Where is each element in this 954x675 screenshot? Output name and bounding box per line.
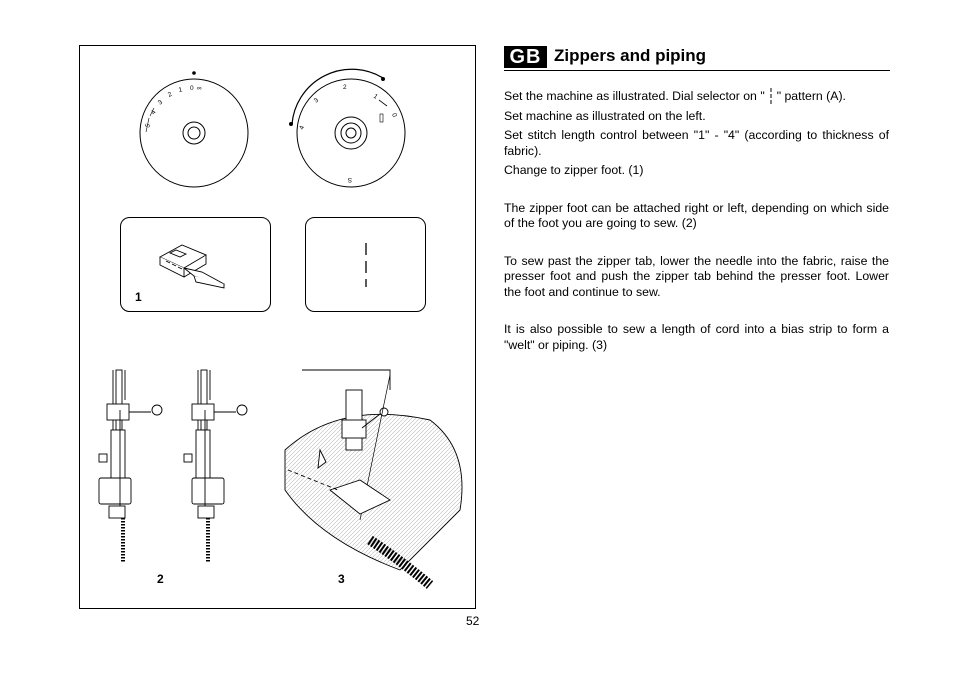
instructions-text: Set the machine as illustrated. Dial sel… <box>504 88 889 353</box>
language-badge: GB <box>504 46 547 68</box>
dial-mark: ∞ <box>197 85 202 92</box>
dial-mark: 0 <box>190 85 194 92</box>
instruction-line-2: Set machine as illustrated on the left. <box>504 108 706 123</box>
dial-mark: 2 <box>343 84 347 91</box>
instruction-paragraph-3: To sew past the zipper tab, lower the ne… <box>504 253 889 299</box>
stitch-pattern-panel <box>305 217 426 312</box>
title-divider <box>504 70 890 71</box>
instruction-line-1: Set the machine as illustrated. Dial sel… <box>504 88 846 104</box>
pattern-selector-dial: 4 3 2 1 0 S <box>289 68 406 188</box>
zipper-foot-panel <box>120 217 271 312</box>
instruction-paragraph-4: It is also possible to sew a length of c… <box>504 322 889 352</box>
dial-mark: 4 <box>150 109 158 116</box>
instruction-line-4: Change to zipper foot. (1) <box>504 163 644 177</box>
dial-mark: 3 <box>157 99 165 107</box>
zipper-foot-left-illustration <box>98 369 163 563</box>
dial-mark: 5 <box>144 123 152 129</box>
dial-mark: 4 <box>298 125 306 131</box>
dial-mark: 2 <box>167 91 174 99</box>
figure-1-label: 1 <box>135 290 142 304</box>
zipper-foot-icon <box>158 244 225 289</box>
illustration-frame <box>79 45 476 609</box>
zipper-foot-right-illustration <box>183 369 248 563</box>
stitch-length-dial: 5 4 3 2 1 0 ∞ <box>139 71 249 188</box>
instruction-line-3: Set stitch length control between "1" - … <box>504 128 889 158</box>
figure-2-label: 2 <box>157 572 164 586</box>
dial-mark: 1 <box>178 86 183 94</box>
dial-mark: 1 <box>372 93 379 101</box>
page-number: 52 <box>466 614 480 628</box>
straight-stitch-icon <box>770 88 772 104</box>
page-title: Zippers and piping <box>554 46 707 65</box>
dial-mark: 3 <box>313 97 321 105</box>
dial-mark: 0 <box>390 112 398 118</box>
piping-illustration <box>284 369 463 589</box>
dial-mark: S <box>347 176 352 183</box>
instruction-paragraph-2: The zipper foot can be attached right or… <box>504 200 889 231</box>
figure-3-label: 3 <box>338 572 345 586</box>
